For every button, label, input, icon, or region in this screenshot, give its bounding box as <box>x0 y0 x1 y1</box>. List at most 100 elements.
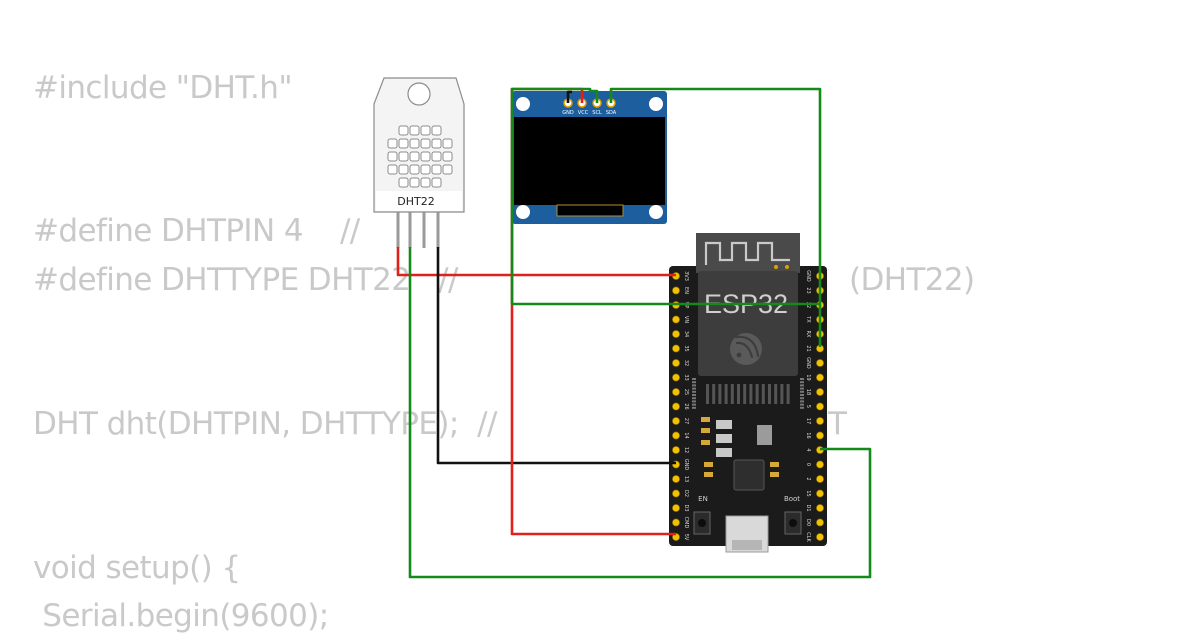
esp32-castellations <box>692 378 804 409</box>
header-pin[interactable] <box>816 475 824 483</box>
header-pin[interactable] <box>672 315 680 324</box>
dht22-vent-slot <box>431 138 442 149</box>
castellation-pad <box>800 378 804 380</box>
header-pin-label: GND <box>683 459 689 471</box>
voltage-regulator <box>716 448 732 457</box>
dht22-vent-slot <box>442 151 453 162</box>
antenna-pad <box>774 265 778 269</box>
header-pin[interactable] <box>816 417 824 425</box>
header-pin[interactable] <box>672 504 680 512</box>
dht22-vent-slot <box>409 177 420 188</box>
wire-dht-data[interactable] <box>408 247 872 579</box>
header-pin[interactable] <box>672 475 680 483</box>
dht22-vent-slot <box>398 138 409 149</box>
esp32-board[interactable]: ESP32 EN Boot 3V3ENVPVN34353233252627141… <box>669 233 827 553</box>
header-pin[interactable] <box>816 402 824 411</box>
header-pin[interactable] <box>816 373 824 382</box>
dht22-vent-slot <box>420 151 431 162</box>
header-pin-label: 2 <box>805 477 811 480</box>
castellation-pad <box>800 406 804 409</box>
header-pin[interactable] <box>672 286 680 295</box>
header-pin[interactable] <box>672 359 680 367</box>
oled-pin-label: SCL <box>592 110 602 116</box>
header-pin[interactable] <box>816 388 824 396</box>
header-pin[interactable] <box>816 489 824 498</box>
header-pin-label: 12 <box>683 447 689 453</box>
wire-dht-gnd[interactable] <box>436 247 676 465</box>
header-pin[interactable] <box>672 388 680 396</box>
dht22-vent-slot <box>431 125 442 136</box>
header-pin-label: 23 <box>805 287 811 293</box>
castellation-pad <box>692 397 696 400</box>
castellation-pad <box>692 403 696 406</box>
header-pin[interactable] <box>672 344 680 353</box>
castellation-pad <box>692 387 696 390</box>
header-pin[interactable] <box>672 330 680 338</box>
header-pin-label: 32 <box>683 360 689 366</box>
dht22-vent-slot <box>409 138 420 149</box>
dht22-vent-slot <box>420 177 431 188</box>
header-pin[interactable] <box>672 373 680 382</box>
header-pin[interactable] <box>672 489 680 498</box>
header-pin[interactable] <box>816 359 824 367</box>
oled-display[interactable]: GND VCC SCL SDA <box>512 91 667 224</box>
header-pin[interactable] <box>672 417 680 425</box>
castellation-pad <box>755 384 759 404</box>
smd-component <box>701 428 710 433</box>
header-pin-label: 14 <box>683 432 689 438</box>
dht22-vent-slot <box>431 151 442 162</box>
wire-oled-gnd[interactable] <box>566 90 572 103</box>
esp32-left-header: 3V3ENVPVN343532332526271412GND13D2D3CMD5… <box>672 271 689 541</box>
header-pin-label: 35 <box>683 345 689 351</box>
header-pin-label: 5 <box>805 405 811 408</box>
smd-component <box>704 472 713 477</box>
dht22-label: DHT22 <box>397 195 434 208</box>
header-pin[interactable] <box>672 431 680 440</box>
oled-ribbon <box>556 204 624 217</box>
header-pin-label: 18 <box>805 389 811 395</box>
dht22-vent-slot <box>409 125 420 136</box>
castellation-pad <box>761 384 765 404</box>
dht22-vent-slot <box>420 125 431 136</box>
dht22-sensor[interactable]: DHT22 <box>373 77 465 248</box>
boot-button-label: Boot <box>784 495 800 503</box>
dht22-vent-slot <box>398 177 409 188</box>
header-pin[interactable] <box>816 504 824 512</box>
header-pin-label: CLK <box>805 532 811 542</box>
castellation-pad <box>692 406 696 409</box>
oled-mount-hole <box>649 97 663 111</box>
castellation-pad <box>743 384 747 404</box>
wire-oled-sda[interactable] <box>609 87 822 347</box>
header-pin-label: 17 <box>805 418 811 424</box>
castellation-pad <box>692 384 696 387</box>
header-pin-label: 5V <box>683 534 689 541</box>
castellation-pad <box>800 384 804 387</box>
header-pin-label: D2 <box>683 490 689 497</box>
castellation-pad <box>724 384 728 404</box>
header-pin[interactable] <box>816 518 824 527</box>
wire-oled-scl[interactable] <box>510 87 820 306</box>
code-fragment-dht22: (DHT22) <box>849 262 975 298</box>
header-pin-label: GND <box>805 357 811 369</box>
header-pin[interactable] <box>816 533 824 541</box>
oled-pin-label: VCC <box>578 110 589 116</box>
header-pin[interactable] <box>672 446 680 454</box>
castellation-pad <box>749 384 753 404</box>
header-pin[interactable] <box>672 518 680 527</box>
castellation-pad <box>718 384 722 404</box>
smd-component <box>770 462 779 467</box>
wire-dht-vcc[interactable] <box>396 247 676 277</box>
castellation-pad <box>692 390 696 393</box>
oled-pin-label: SDA <box>606 110 617 116</box>
castellation-pad <box>800 387 804 390</box>
header-pin-label: 33 <box>683 374 689 380</box>
header-pin[interactable] <box>816 460 824 469</box>
header-pin[interactable] <box>816 431 824 440</box>
antenna-trace-icon <box>704 241 790 265</box>
header-pin[interactable] <box>672 402 680 411</box>
dht22-vent-slot <box>387 151 398 162</box>
dht22-vent-slot <box>398 125 409 136</box>
dht22-vent-slot <box>442 164 453 175</box>
code-fragment-t: T <box>828 406 847 442</box>
code-line-define-pin: #define DHTPIN 4 // <box>33 213 360 249</box>
